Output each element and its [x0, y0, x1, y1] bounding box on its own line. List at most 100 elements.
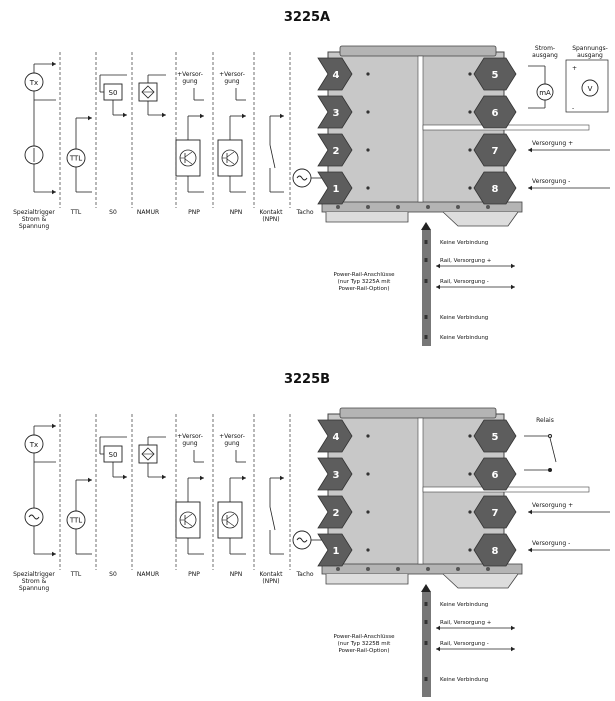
arrow-head-right [52, 551, 56, 557]
arrow-head-left [436, 284, 440, 290]
arrow-head-right [511, 263, 515, 269]
arrow-head-left [528, 147, 532, 153]
terminal-number: 7 [492, 508, 499, 519]
switch-contact-icon [269, 506, 276, 531]
arrow-head-left [436, 646, 440, 652]
rail-pin [424, 258, 428, 262]
terminal-screw [366, 472, 370, 476]
terminal-screw [468, 434, 472, 438]
wire [226, 158, 235, 165]
current-output-label: Strom- [535, 45, 555, 52]
rail-pin [424, 240, 428, 244]
panel-title: 3225A [284, 10, 330, 25]
tx-label: Tx [29, 441, 38, 449]
arrow-head-right [200, 475, 204, 481]
terminal-4 [317, 419, 353, 453]
input-label-spezialtrigger-strom-spannung: Spannung [19, 223, 50, 230]
relay-label: Relais [536, 417, 554, 424]
terminal-number: 8 [492, 546, 499, 557]
rail-item-label: Rail, Versorgung - [440, 279, 489, 285]
minus-sign: - [572, 105, 574, 112]
power-rail-caption: (nur Typ 3225B mit [338, 641, 392, 647]
arrow-head-right [242, 475, 246, 481]
input-label-namur: NAMUR [137, 209, 159, 216]
input-label-pnp: PNP [188, 209, 200, 216]
ma-symbol: mA [539, 89, 551, 97]
arrow-head-right [162, 474, 166, 480]
arrow-head-right [200, 113, 204, 119]
terminal-number: 8 [492, 184, 499, 195]
internal-divider [417, 417, 424, 565]
terminal-number: 1 [333, 546, 340, 557]
screw-dot [366, 205, 370, 209]
wire [226, 520, 235, 527]
arrow-head-right [52, 423, 56, 429]
input-label-s0: S0 [109, 209, 117, 216]
terminal-screw [468, 72, 472, 76]
rail-item-label: Rail, Versorgung + [440, 258, 492, 264]
rail-pin [424, 641, 428, 645]
tilde-mark [296, 175, 308, 181]
terminal-number: 2 [333, 146, 340, 157]
terminal-4 [317, 57, 353, 91]
arrow-head-left [528, 509, 532, 515]
input-label-spezialtrigger-strom-spannung: Spezialtrigger [13, 209, 55, 216]
supply-label: Versorgung - [532, 178, 570, 185]
input-label-kontakt-npn-: Kontakt [260, 571, 284, 578]
power-rail-caption: (nur Typ 3225A mit [338, 279, 392, 285]
voltmeter-icon [581, 79, 599, 97]
rail-item-label: Keine Verbindung [440, 240, 488, 246]
terminal-number: 3 [333, 470, 340, 481]
terminal-screw [366, 72, 370, 76]
wire [184, 520, 193, 527]
screw-dot [366, 567, 370, 571]
terminal-5 [473, 419, 517, 453]
terminal-number: 7 [492, 146, 499, 157]
panel-title: 3225B [284, 372, 330, 387]
tilde-mark [28, 514, 40, 520]
rail-arrow-up [421, 584, 431, 592]
s0-symbol-label: S0 [109, 89, 118, 97]
ttl-symbol-label: TTL [69, 517, 82, 525]
voltage-output-frame [565, 59, 609, 113]
terminal-number: 5 [492, 432, 499, 443]
terminal-7 [473, 133, 517, 167]
internal-divider [417, 55, 424, 203]
din-clip-left [325, 212, 409, 223]
input-label-ttl: TTL [70, 209, 82, 216]
power-rail-caption: Power-Rail-Option) [338, 286, 389, 292]
v-symbol: V [588, 85, 593, 93]
power-rail-caption: Power-Rail-Anschlüsse [333, 634, 395, 640]
supply-label: gung [182, 440, 197, 447]
wire [226, 151, 235, 158]
input-label-spezialtrigger-strom-spannung: Spannung [19, 585, 50, 592]
terminal-1 [317, 533, 353, 567]
terminal-2 [317, 133, 353, 167]
power-rail-bar [422, 230, 431, 346]
rail-pin [424, 335, 428, 339]
terminal-3 [317, 95, 353, 129]
terminal-number: 2 [333, 508, 340, 519]
terminal-number: 3 [333, 108, 340, 119]
terminal-2 [317, 495, 353, 529]
panel-3225b: 3225BTxTTLS0+Versor-gung+Versor-gungSpez… [13, 372, 610, 701]
screw-dot [426, 567, 430, 571]
rail-item-label: Rail, Versorgung + [440, 620, 492, 626]
relay-terminal [548, 434, 552, 438]
switch-contact-icon [269, 144, 276, 169]
plus-sign: + [572, 65, 577, 72]
rail-pin [424, 315, 428, 319]
input-label-kontakt-npn-: (NPN) [262, 216, 279, 223]
terminal-screw [366, 110, 370, 114]
supply-label: +Versor- [177, 433, 203, 440]
voltage-output-label: Spannungs- [572, 45, 608, 52]
terminal-screw [366, 148, 370, 152]
supply-label: gung [224, 440, 239, 447]
terminal-screw [366, 186, 370, 190]
input-label-tacho: Tacho [295, 571, 313, 578]
power-rail-bar [422, 592, 431, 701]
arrow-head-right [511, 625, 515, 631]
terminal-5 [473, 57, 517, 91]
screw-dot [426, 205, 430, 209]
